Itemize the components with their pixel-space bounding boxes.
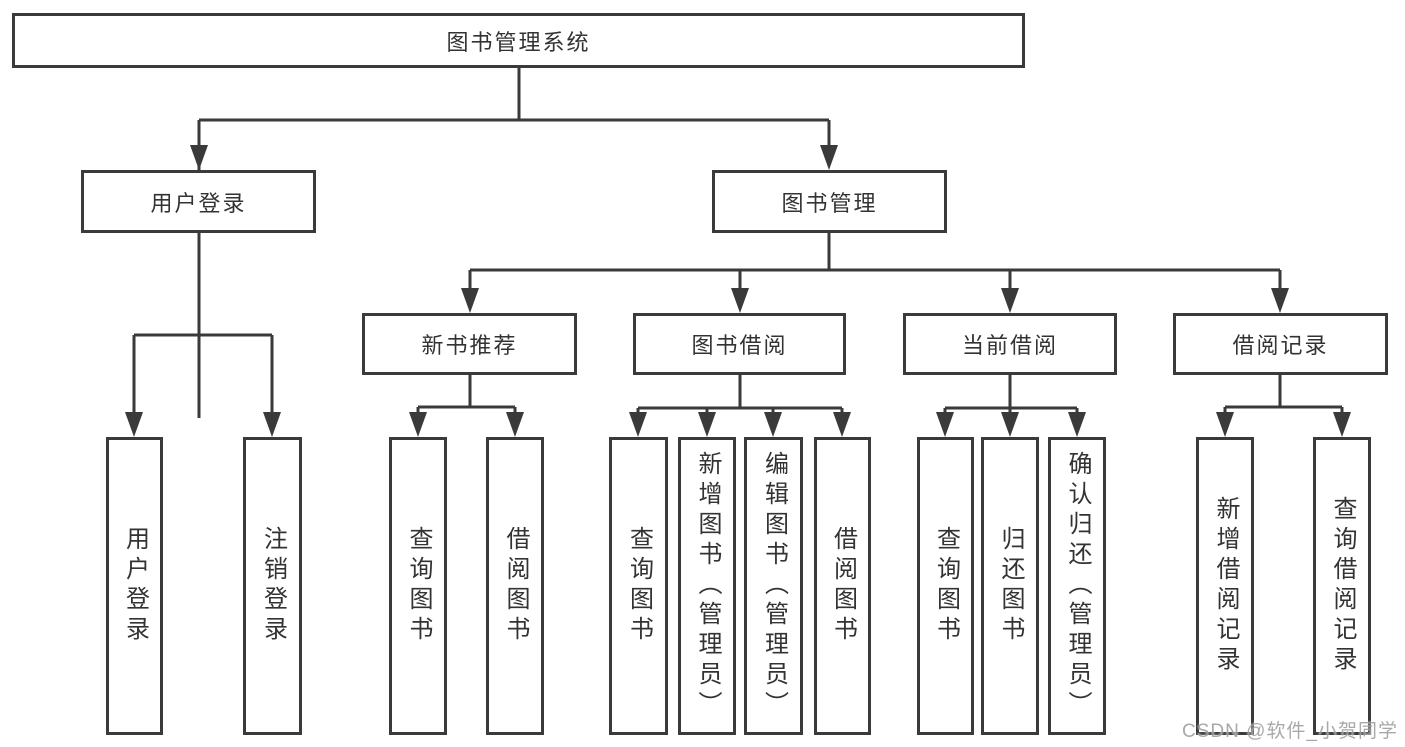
node-book-borrow-label: 图书借阅 (691, 333, 788, 358)
node-current-borrow-label: 当前借阅 (961, 333, 1058, 358)
leaf-cb-confirm-return-admin-label: 确认归还（管理员） (1064, 451, 1091, 721)
arrow-to-leaf-rec-borrow (506, 412, 524, 437)
leaf-bb-add-books-admin: 新增图书（管理员） (678, 437, 736, 735)
leaf-rec-borrow-books: 借阅图书 (486, 437, 544, 735)
node-book-borrow: 图书借阅 (633, 313, 846, 375)
leaf-rec-borrow-books-label: 借阅图书 (502, 526, 529, 646)
leaf-cb-query-books: 查询图书 (917, 437, 974, 735)
node-root: 图书管理系统 (12, 13, 1025, 68)
node-borrow-records: 借阅记录 (1173, 313, 1388, 375)
node-book-mgmt-label: 图书管理 (781, 190, 878, 216)
leaf-cb-return-books: 归还图书 (981, 437, 1039, 735)
arrow-to-leaf-cb-query (936, 412, 954, 437)
leaf-rec-query-books-label: 查询图书 (405, 526, 432, 646)
arrow-to-new-book (461, 288, 479, 313)
node-new-book-rec-label: 新书推荐 (421, 333, 518, 358)
connector-root-split (197, 68, 831, 418)
connector-book-borrow-split (636, 375, 844, 420)
leaf-logout: 注销登录 (243, 437, 302, 735)
arrow-to-user-login (190, 145, 208, 170)
leaf-cb-confirm-return-admin: 确认归还（管理员） (1048, 437, 1106, 735)
connector-borrow-records-split (1223, 375, 1344, 420)
csdn-watermark: CSDN @软件_小贺同学 (1182, 721, 1398, 742)
leaf-br-add-record: 新增借阅记录 (1196, 437, 1254, 735)
arrow-to-leaf-cb-confirm (1068, 412, 1086, 437)
arrow-to-book-mgmt (820, 145, 838, 170)
node-user-login-label: 用户登录 (150, 190, 247, 216)
leaf-bb-borrow-books: 借阅图书 (814, 437, 871, 735)
leaf-bb-edit-books-admin-label: 编辑图书（管理员） (760, 451, 788, 721)
arrow-to-book-borrow (731, 288, 749, 313)
node-current-borrow: 当前借阅 (903, 313, 1117, 375)
arrow-to-current-borrow (1001, 288, 1019, 313)
node-borrow-records-label: 借阅记录 (1232, 333, 1329, 358)
arrow-to-leaf-bb-borrow (833, 412, 851, 437)
leaf-cb-query-books-label: 查询图书 (932, 526, 960, 646)
connector-new-book-split (416, 375, 517, 420)
arrow-to-leaf-br-add (1216, 412, 1234, 437)
leaf-bb-query-books: 查询图书 (609, 437, 668, 735)
arrow-to-leaf-bb-query (629, 412, 647, 437)
leaf-br-query-record: 查询借阅记录 (1313, 437, 1371, 735)
node-user-login: 用户登录 (81, 170, 316, 233)
arrow-to-leaf-bb-edit (764, 412, 782, 437)
arrow-to-borrow-records (1271, 288, 1289, 313)
arrow-to-leaf-bb-add (698, 412, 716, 437)
leaf-br-add-record-label: 新增借阅记录 (1212, 496, 1239, 676)
arrowheads (125, 145, 1351, 437)
arrow-to-leaf-br-query (1333, 412, 1351, 437)
connector-user-login-split (132, 233, 274, 420)
arrow-to-leaf-logout (263, 412, 281, 437)
leaf-br-query-record-label: 查询借阅记录 (1329, 496, 1356, 676)
arrow-to-leaf-cb-return (1001, 412, 1019, 437)
leaf-user-login: 用户登录 (106, 437, 163, 735)
leaf-rec-query-books: 查询图书 (389, 437, 447, 735)
node-new-book-rec: 新书推荐 (362, 313, 577, 375)
arrow-to-leaf-rec-query (409, 412, 427, 437)
leaf-cb-return-books-label: 归还图书 (997, 526, 1024, 646)
arrow-to-leaf-user-login (125, 412, 143, 437)
leaf-bb-query-books-label: 查询图书 (625, 526, 653, 646)
leaf-logout-label: 注销登录 (259, 526, 287, 646)
leaf-bb-edit-books-admin: 编辑图书（管理员） (744, 437, 803, 735)
connector-book-mgmt-split (468, 233, 1282, 296)
node-root-label: 图书管理系统 (446, 29, 591, 55)
leaf-bb-add-books-admin-label: 新增图书（管理员） (694, 451, 721, 721)
leaf-bb-borrow-books-label: 借阅图书 (829, 526, 857, 646)
leaf-user-login-label: 用户登录 (121, 526, 149, 646)
node-book-mgmt: 图书管理 (712, 170, 947, 233)
